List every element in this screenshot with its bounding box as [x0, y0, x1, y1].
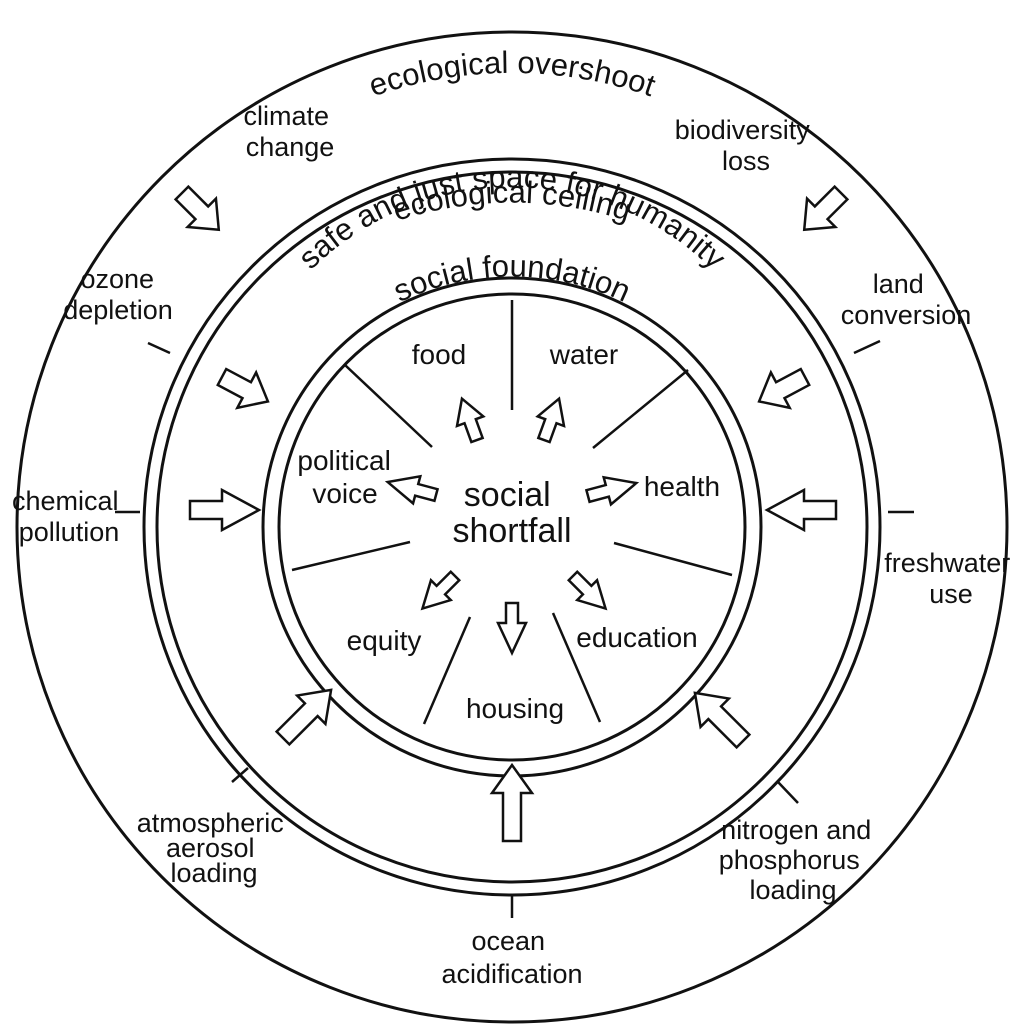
label-housing: housing [466, 693, 564, 724]
divider-equity-voice [291, 540, 411, 572]
label-ocean-acidification: ocean acidification [441, 926, 582, 989]
shortfall-arrows [384, 396, 640, 656]
social-foundation-inner-ring [277, 292, 747, 762]
arrow-ozone [216, 367, 270, 410]
pressure-arrows [173, 184, 850, 843]
label-nitrogen-phosphorus-loading: nitrogen and phosphorus loading [719, 815, 879, 905]
boundary-ticks [115, 339, 914, 918]
social-dividers [291, 300, 733, 725]
arrow-housing [496, 601, 528, 656]
arrow-climate [173, 184, 221, 232]
tick-land [853, 339, 881, 355]
arrow-food [455, 396, 486, 444]
center-label: social shortfall [452, 476, 571, 550]
label-atmospheric-aerosol-loading: atmospheric aerosol loading [137, 808, 292, 888]
arrow-ocean [489, 762, 535, 843]
label-political-voice: political voice [297, 445, 398, 509]
ecological-overshoot-title: ecological overshoot [364, 45, 660, 103]
arrow-political-voice [384, 474, 440, 506]
ecological-ceiling-inner-ring [155, 170, 869, 884]
tick-ozone [147, 341, 171, 355]
tick-atmospheric [231, 767, 249, 783]
label-water: water [549, 339, 618, 370]
arrow-equity [420, 569, 462, 611]
arrow-water [535, 396, 566, 444]
label-land-conversion: land conversion [841, 269, 972, 330]
arrow-health [584, 475, 640, 507]
arrow-land [757, 367, 811, 410]
label-biodiversity-loss: biodiversity loss [675, 115, 818, 176]
social-foundation-title: social foundation [388, 248, 636, 308]
outer-ring [15, 30, 1009, 1024]
arrow-nitrogen [693, 691, 752, 750]
arrow-freshwater [764, 487, 838, 533]
arrow-biodiversity [802, 184, 850, 232]
arrow-atmospheric [274, 688, 333, 747]
divider-health-education [613, 541, 733, 577]
label-freshwater-use: freshwater use [884, 548, 1018, 609]
label-climate-change: climate change [243, 101, 336, 162]
divider-housing-equity [422, 616, 472, 725]
label-ozone-depletion: ozone depletion [63, 264, 173, 325]
divider-voice-food [344, 364, 433, 448]
divider-education-housing [551, 612, 602, 723]
tick-nitrogen [777, 781, 799, 804]
label-health: health [644, 471, 720, 502]
divider-water-health [592, 369, 689, 449]
arrow-chemical [188, 487, 262, 533]
label-equity: equity [347, 625, 422, 656]
label-chemical-pollution: chemical pollution [12, 486, 126, 547]
arrow-education [566, 569, 608, 611]
label-education: education [576, 622, 697, 653]
label-food: food [412, 339, 467, 370]
